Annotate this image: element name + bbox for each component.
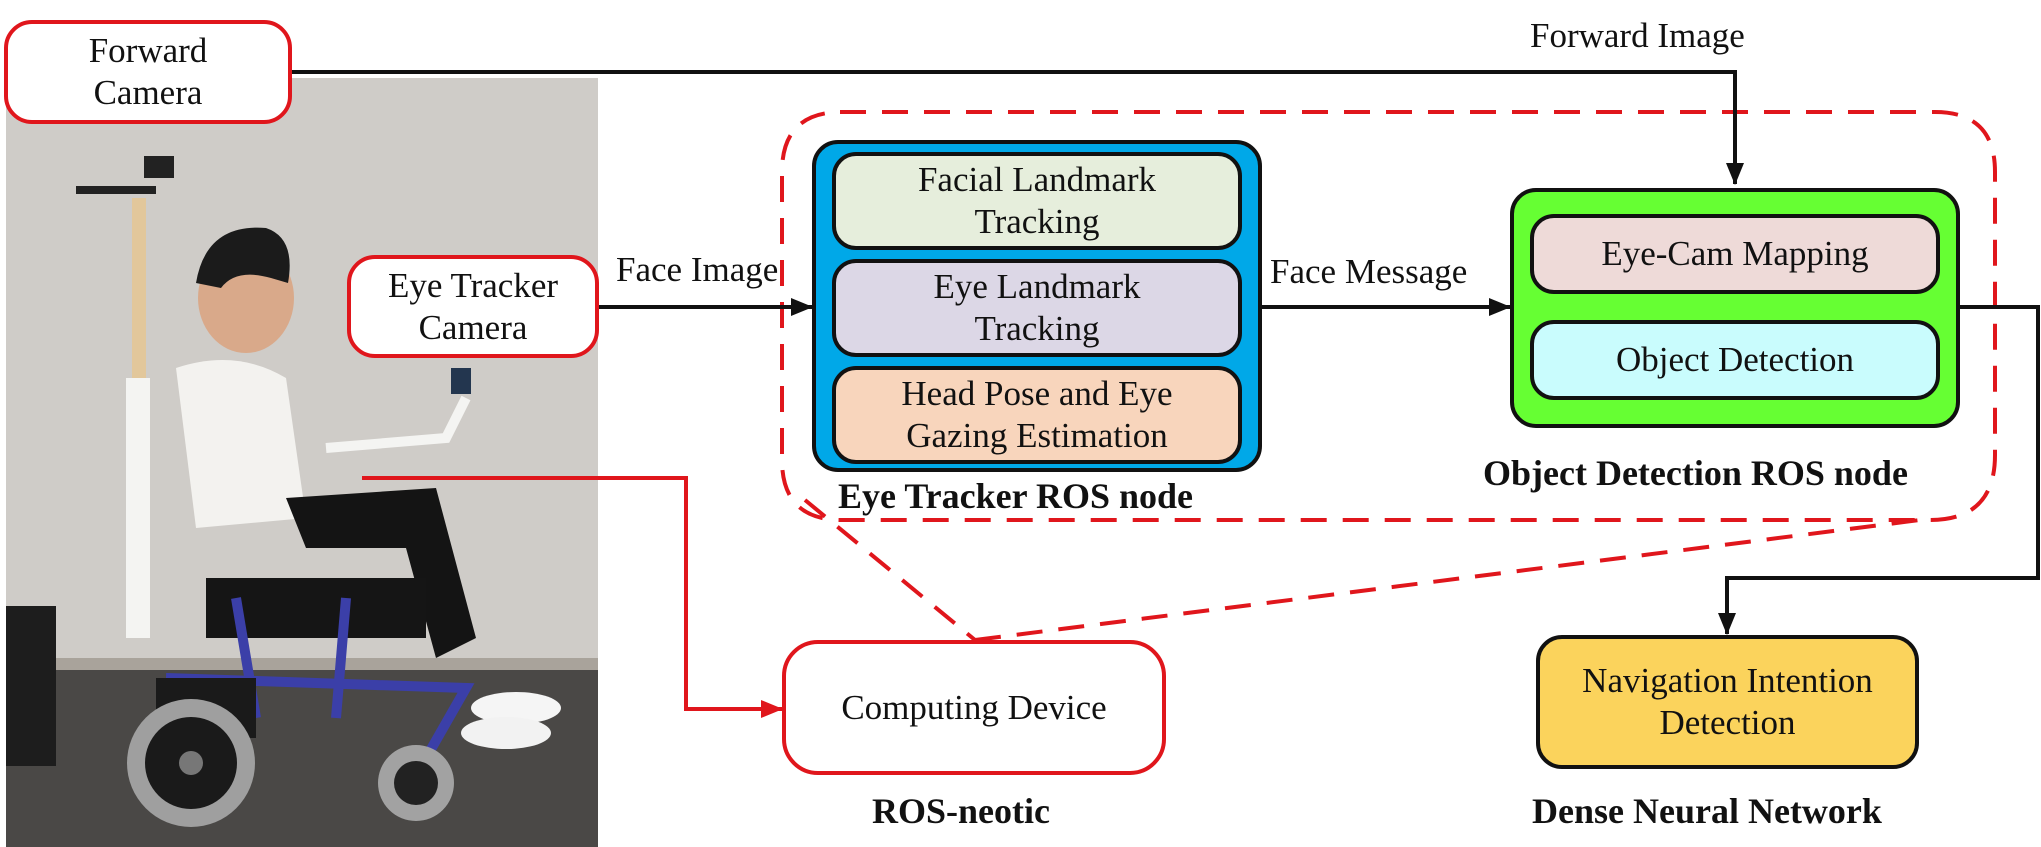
intention-detection-node: Navigation Intention Detection <box>1536 635 1919 769</box>
forward-camera-label: Forward Camera <box>88 31 208 112</box>
module-eye-cam-mapping: Eye-Cam Mapping <box>1530 214 1940 294</box>
module-label: Facial Landmark Tracking <box>917 160 1157 241</box>
module-label: Eye-Cam Mapping <box>1601 234 1869 273</box>
module-label: Eye Landmark Tracking <box>933 267 1141 348</box>
group-to-device-right <box>974 518 1921 642</box>
forward-camera-box: Forward Camera <box>4 20 292 124</box>
wheelchair-illustration <box>6 78 598 847</box>
eye-tracker-camera-label: Eye Tracker Camera <box>387 265 559 347</box>
intention-detection-caption: Dense Neural Network <box>1532 791 1882 831</box>
eye-tracker-node: Facial Landmark Tracking Eye Landmark Tr… <box>812 140 1262 472</box>
forward-image-label: Forward Image <box>1530 16 1745 55</box>
module-eye-landmark: Eye Landmark Tracking <box>832 259 1242 357</box>
object-detection-node: Eye-Cam Mapping Object Detection <box>1510 188 1960 428</box>
intention-detection-label: Navigation Intention Detection <box>1582 661 1873 742</box>
group-to-device-left <box>803 498 977 642</box>
computing-device-box: Computing Device <box>782 640 1166 775</box>
object-detection-node-title: Object Detection ROS node <box>1483 453 1908 493</box>
module-facial-landmark: Facial Landmark Tracking <box>832 152 1242 250</box>
module-object-detection: Object Detection <box>1530 320 1940 400</box>
computing-device-label: Computing Device <box>841 687 1107 727</box>
module-head-pose: Head Pose and Eye Gazing Estimation <box>832 366 1242 464</box>
module-label: Object Detection <box>1615 340 1855 379</box>
computing-device-caption: ROS-neotic <box>872 791 1050 831</box>
face-image-label: Face Image <box>616 250 779 289</box>
eye-tracker-camera-box: Eye Tracker Camera <box>347 255 599 358</box>
eye-tracker-node-title: Eye Tracker ROS node <box>838 476 1194 516</box>
wheelchair-photo <box>6 78 598 847</box>
module-label: Head Pose and Eye Gazing Estimation <box>901 374 1173 455</box>
face-message-label: Face Message <box>1270 252 1468 291</box>
